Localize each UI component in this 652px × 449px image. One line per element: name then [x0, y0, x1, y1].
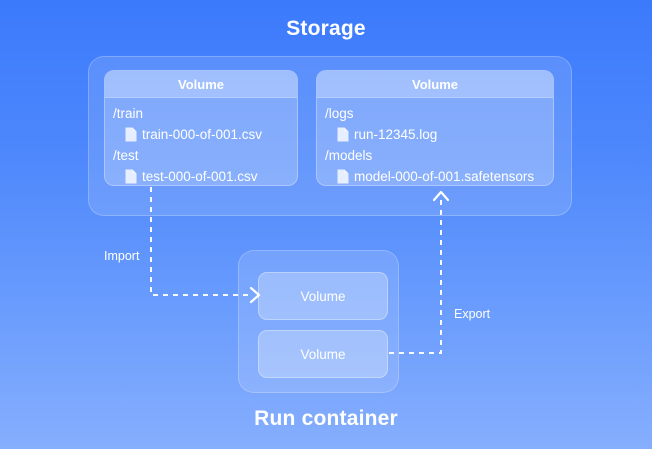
run-volume-2[interactable]: Volume [258, 330, 388, 378]
volume-body: /logs run-12345.log /models model-000-of… [317, 98, 553, 185]
file-icon [337, 169, 349, 184]
file-label: model-000-of-001.safetensors [354, 169, 535, 184]
volume-header: Volume [105, 71, 297, 98]
directory-row: /logs [325, 106, 354, 121]
run-volume-1[interactable]: Volume [258, 272, 388, 320]
storage-volume-train[interactable]: Volume /train train-000-of-001.csv /test… [104, 70, 298, 186]
run-container-title: Run container [254, 407, 398, 430]
directory-row: /test [113, 148, 139, 163]
file-row[interactable]: train-000-of-001.csv [105, 124, 297, 145]
file-label: run-12345.log [354, 127, 438, 142]
file-row[interactable]: run-12345.log [317, 124, 553, 145]
run-volume-label: Volume [300, 346, 346, 362]
volume-body: /train train-000-of-001.csv /test test-0… [105, 98, 297, 185]
run-volume-label: Volume [300, 288, 346, 304]
file-icon [125, 169, 137, 184]
directory-row: /models [325, 148, 373, 163]
file-label: test-000-of-001.csv [142, 169, 258, 184]
import-label: Import [104, 249, 140, 263]
file-icon [337, 127, 349, 142]
export-label: Export [454, 307, 491, 321]
file-row[interactable]: test-000-of-001.csv [105, 166, 297, 185]
storage-volume-logs[interactable]: Volume /logs run-12345.log /models model… [316, 70, 554, 186]
file-row[interactable]: model-000-of-001.safetensors [317, 166, 553, 185]
file-icon [125, 127, 137, 142]
directory-row: /train [113, 106, 144, 121]
file-label: train-000-of-001.csv [142, 127, 263, 142]
volume-header: Volume [317, 71, 553, 98]
storage-title: Storage [286, 17, 366, 40]
